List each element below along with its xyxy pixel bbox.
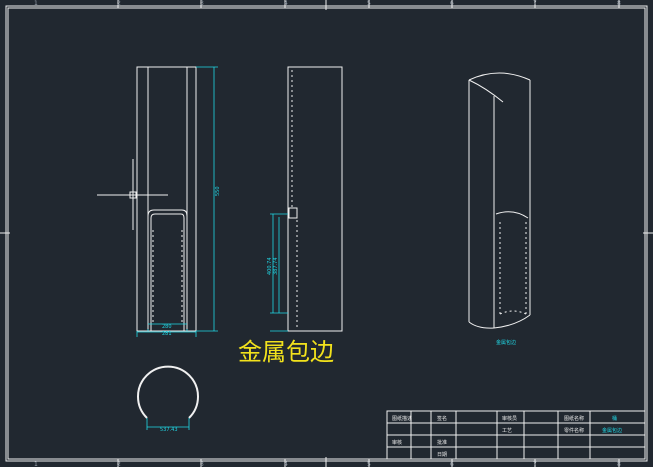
iso-clip-top	[495, 211, 529, 219]
front-cutout	[147, 209, 188, 331]
arc-profile	[137, 365, 199, 419]
zone-number: 8	[617, 0, 621, 7]
front-view[interactable]: 280 281 550	[136, 66, 221, 337]
iso-bottom-left	[468, 321, 495, 329]
iso-label: 金属包边	[496, 339, 516, 346]
drawing-title: 金属包边	[238, 338, 334, 366]
side-clip	[288, 207, 298, 219]
zone-number: 4	[284, 0, 288, 7]
dim-arc-width: 537.43	[160, 427, 178, 433]
zone-number: 6	[450, 0, 454, 7]
isometric-view[interactable]: 金属包边	[468, 72, 531, 346]
zone-number: 6	[450, 461, 454, 467]
zone-number: 1	[34, 0, 38, 7]
dim-height: 550	[215, 186, 221, 196]
zone-numbers-top: 1 2 3 4 5 6 7 8	[34, 0, 621, 7]
title-cell: 零件名称	[564, 427, 584, 434]
zone-number: 7	[533, 0, 537, 7]
title-cell: 审核员	[502, 415, 517, 422]
title-cell: 图纸名称	[564, 415, 584, 422]
front-outline	[136, 66, 197, 332]
zone-number: 2	[117, 461, 121, 467]
dim-outer-width: 281	[162, 331, 172, 337]
dim-side-height-1: 400.74	[267, 258, 273, 276]
title-cell-value: 桶	[612, 415, 617, 422]
title-block[interactable]: 图纸描述 签名 审核员 图纸名称 桶 工艺 零件名称 金属包边 审核 批准 日期	[386, 410, 646, 460]
title-cell: 工艺	[502, 428, 512, 434]
zone-number: 3	[200, 461, 204, 467]
zone-number: 5	[367, 461, 371, 467]
title-cell: 图纸描述	[392, 415, 412, 422]
iso-top-rim	[468, 72, 531, 81]
zone-number: 4	[284, 461, 288, 467]
outer-frame	[5, 5, 648, 462]
iso-top-rim-inner	[468, 79, 504, 103]
title-cell: 审核	[392, 439, 402, 446]
zone-number: 3	[200, 0, 204, 7]
zone-number: 8	[617, 461, 621, 467]
zone-number: 1	[34, 461, 38, 467]
zone-numbers-bottom: 1 2 3 4 5 6 7 8	[34, 461, 621, 467]
dim-inner-width: 280	[162, 324, 172, 330]
arc-view[interactable]: 537.43	[137, 365, 199, 433]
crosshair-cursor-icon	[97, 159, 168, 230]
front-cutout-inner	[150, 213, 185, 331]
title-cell: 签名	[437, 415, 447, 422]
zone-number: 2	[117, 0, 121, 7]
title-cell: 日期	[437, 452, 447, 458]
inner-frame	[7, 7, 646, 460]
side-view[interactable]: 400.74 387.74	[267, 66, 343, 332]
zone-number: 5	[367, 0, 371, 7]
iso-rivet-bottom	[499, 310, 527, 315]
side-outline	[287, 66, 343, 332]
title-cell: 批准	[437, 439, 447, 446]
dim-side-height-2: 387.74	[273, 258, 279, 276]
iso-bottom-right	[493, 314, 531, 329]
title-cell-value: 金属包边	[602, 427, 622, 434]
zone-number: 7	[533, 461, 537, 467]
